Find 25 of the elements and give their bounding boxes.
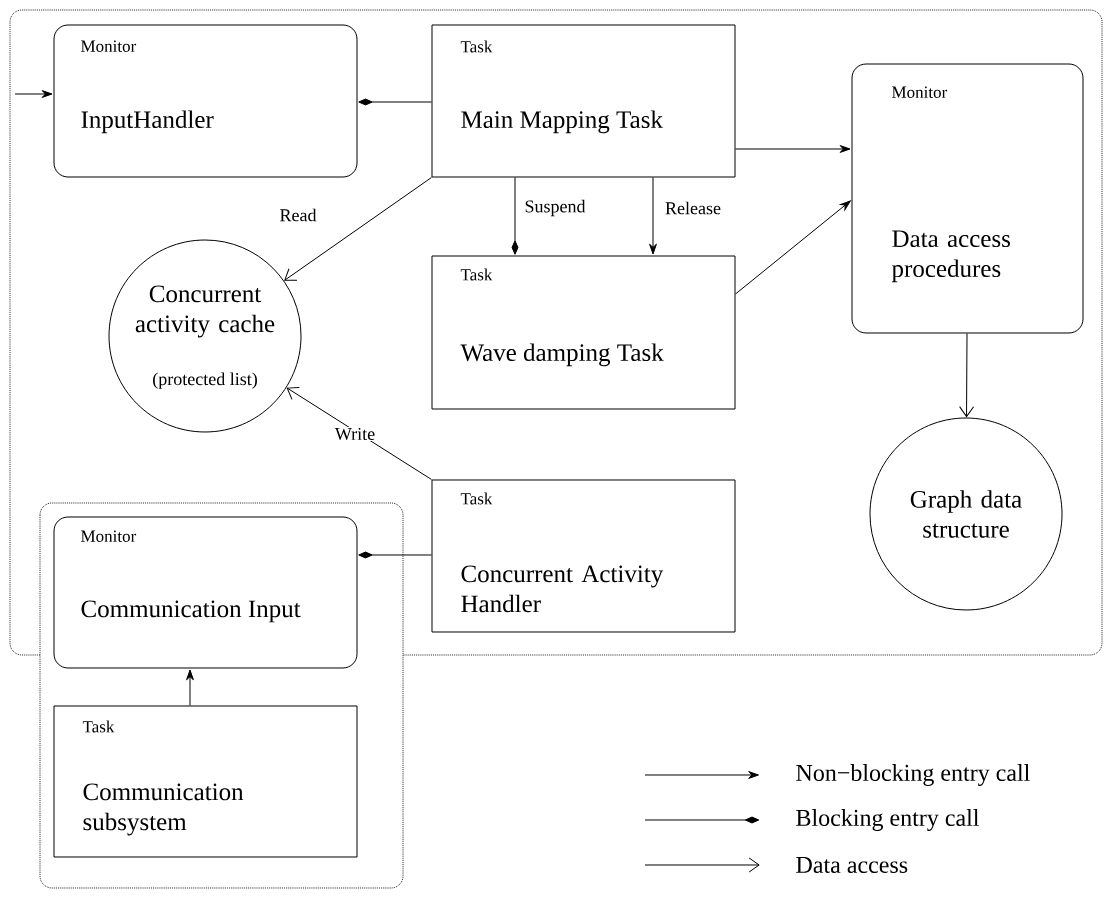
arrow bbox=[186, 669, 194, 706]
legend-text: Blocking entry call bbox=[796, 809, 979, 831]
arrow bbox=[735, 200, 851, 295]
arrow bbox=[358, 98, 432, 106]
monitor-box: Monitor Communication Input bbox=[53, 516, 358, 669]
monitor-box: Monitor Data access procedures bbox=[851, 63, 1084, 334]
task-box: Task Main Mapping Task bbox=[431, 24, 736, 178]
arrow bbox=[959, 333, 975, 418]
task-box: Task Communication subsystem bbox=[53, 705, 358, 858]
edge-label: Write bbox=[333, 426, 377, 442]
arrow bbox=[14, 90, 53, 98]
legend-text: Non−blocking entry call bbox=[796, 764, 1030, 786]
legend-text: Data access bbox=[796, 857, 908, 873]
edge-label: Read bbox=[278, 207, 318, 223]
arrow bbox=[358, 551, 432, 559]
arrow bbox=[511, 177, 519, 255]
arrow bbox=[735, 145, 851, 153]
arrow bbox=[649, 177, 657, 255]
task-box: Task Concurrent Activity Handler bbox=[431, 479, 736, 633]
monitor-box: Monitor InputHandler bbox=[53, 24, 358, 178]
edge-label: Release bbox=[664, 200, 722, 216]
task-box: Task Wave damping Task bbox=[431, 255, 736, 410]
arrow bbox=[284, 177, 432, 281]
edge-label: Suspend bbox=[523, 198, 587, 218]
arrow bbox=[286, 387, 432, 480]
